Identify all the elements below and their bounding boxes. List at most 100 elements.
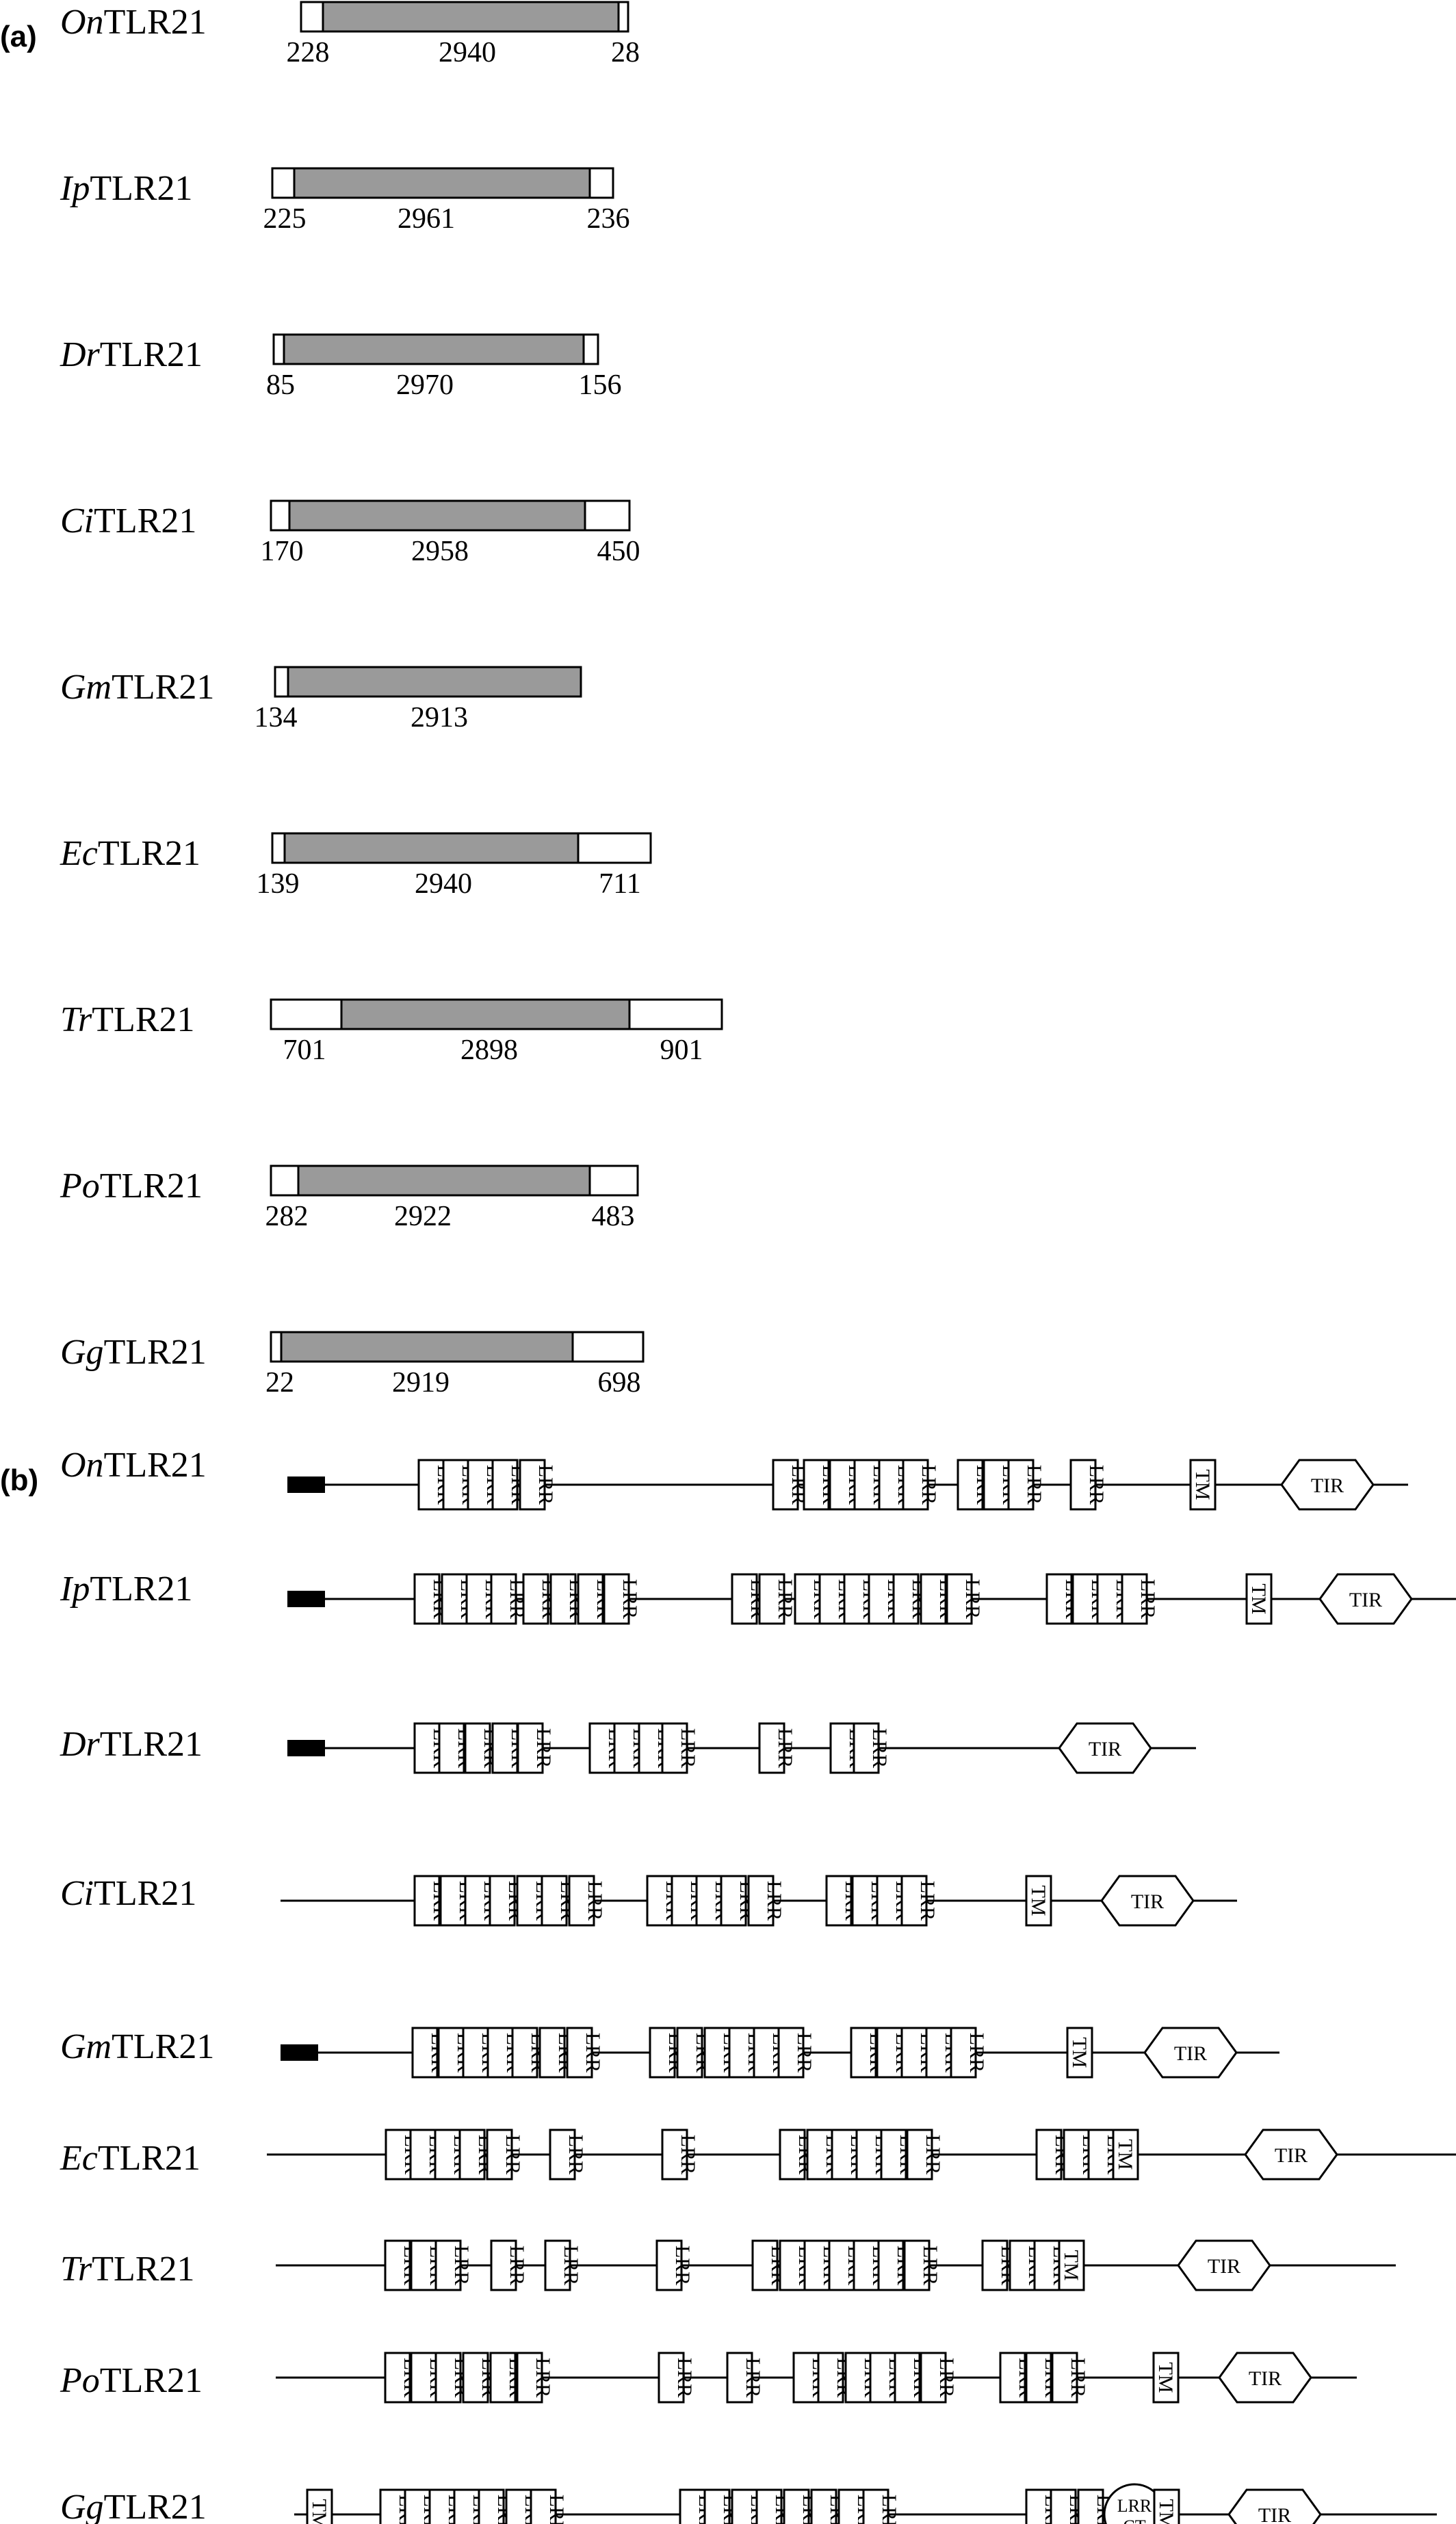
lrr-box [661,1722,688,1774]
lrr-box [671,1875,698,1927]
tir-hexagon [1280,1459,1375,1511]
utr3-length: 483 [592,1201,635,1232]
domain-row: GmTLR21LRRLRRLRRLRRLRRLRRLRRLRRLRRLRRLRR… [60,2027,1279,2079]
lrr-box [544,2239,571,2291]
lrr-box [464,1722,491,1774]
tm-domain: TM [1025,1875,1052,1927]
lrr-box [728,2027,755,2079]
lrrct-domain: LRRCT [1103,2483,1166,2524]
lrr-box [441,1573,468,1625]
lrr-box [478,2488,505,2524]
lrr-domain: LRR [549,2129,587,2181]
lrr-box [486,2129,513,2181]
lrr-domain: LRR [490,2239,528,2291]
lrr-label: LRR [919,2246,941,2285]
tir-label: TIR [1311,1474,1344,1497]
tm-label: TM [1068,2038,1091,2068]
lrr-domain: LRR [516,2352,554,2404]
domain-row: OnTLR21LRRLRRLRRLRRLRRLRRLRRLRRLRRLRRLRR… [60,1446,1408,1511]
lrr-box [779,2129,806,2181]
lrr-box [568,1875,595,1927]
tir-domain: TIR [1177,2239,1271,2291]
species-label: CiTLR21 [60,1874,196,1913]
tm-label: TM [1060,2250,1082,2281]
cds-length: 2940 [415,868,472,900]
utr5-length: 22 [265,1367,294,1398]
tir-label: TIR [1249,2367,1282,2390]
tm-box [1058,2239,1085,2291]
species-prefix: Gm [60,2027,112,2066]
lrr-box [772,1459,799,1511]
lrr-box [855,2129,883,2181]
lrr-domain: LRR [517,1722,555,1774]
lrr-label: LRR [916,1881,939,1921]
lrr-box [880,2129,907,2181]
tir-hexagon [1143,2027,1238,2079]
lrr-box [658,2352,685,2404]
lrr-label: LRR [619,1579,641,1619]
lrr-box [522,1573,549,1625]
lrr-box [530,2488,557,2524]
gene-name: TLR21 [92,1000,194,1039]
lrr-box [920,1573,947,1625]
lrr-box [1035,2129,1063,2181]
signal-peptide [287,1740,325,1756]
lrr-label: LRR [1085,1465,1108,1505]
species-label: IpTLR21 [60,1570,193,1609]
lrr-domain: LRR [530,2488,568,2524]
species-prefix: Ci [60,1874,94,1913]
panel-b-domains: OnTLR21LRRLRRLRRLRRLRRLRRLRRLRRLRRLRRLRR… [60,1446,1456,2524]
lrr-box [1077,2488,1104,2524]
lrr-domain: LRR [902,1459,940,1511]
lrr-box [1007,1459,1035,1511]
lrr-domain: LRR [777,2027,816,2079]
lrr-box [829,1722,857,1774]
lrr-domain: LRR [655,2239,694,2291]
gene-name: TLR21 [94,502,196,541]
lrr-domain: LRR [428,2488,467,2524]
species-prefix: Po [60,2361,100,2400]
lrr-box [638,1722,665,1774]
lrr-box [465,1573,493,1625]
lrr-box [453,2488,480,2524]
tm-box [1066,2027,1093,2079]
species-prefix: Gm [60,668,112,707]
species-prefix: Gg [60,2488,104,2524]
gene-name: TLR21 [90,1570,192,1609]
utr5-length: 134 [255,702,298,733]
lrr-box [434,2239,462,2291]
lrr-box [946,1573,973,1625]
gene-name: TLR21 [100,335,203,374]
domain-row: DrTLR21LRRLRRLRRLRRLRRLRRLRRLRRLRRLRRLRR… [60,1722,1196,1774]
panel-b-label: (b) [0,1463,38,1497]
tir-hexagon [1218,2352,1312,2404]
lrr-box [818,1573,846,1625]
gene-name: TLR21 [104,1333,207,1372]
tir-label: TIR [1349,1589,1382,1611]
lrr-box [877,2239,905,2291]
species-label: GmTLR21 [60,668,214,707]
lrr-box [726,2352,753,2404]
lrr-box [661,2129,688,2181]
tir-domain: TIR [1100,1875,1195,1927]
lrr-box [549,1573,577,1625]
tir-label: TIR [1089,1738,1121,1760]
lrr-domain: LRR [758,1573,796,1625]
lrr-box [999,2352,1026,2404]
tir-hexagon [1244,2129,1338,2181]
tir-label: TIR [1275,2144,1308,2167]
cds-length: 2919 [392,1367,450,1398]
species-label: PoTLR21 [60,2361,203,2400]
cds-segment [288,499,586,532]
gene-name: TLR21 [100,1167,203,1206]
lrr-domain: LRR [1069,1459,1108,1511]
lrr-label: LRR [965,2033,988,2072]
lrr-box [777,2027,805,2079]
signal-peptide [281,2044,318,2061]
tir-label: TIR [1131,1890,1164,1913]
lrr-box [758,1722,785,1774]
lrr-box [486,2027,514,2079]
lrr-domain: LRR [568,1875,606,1927]
